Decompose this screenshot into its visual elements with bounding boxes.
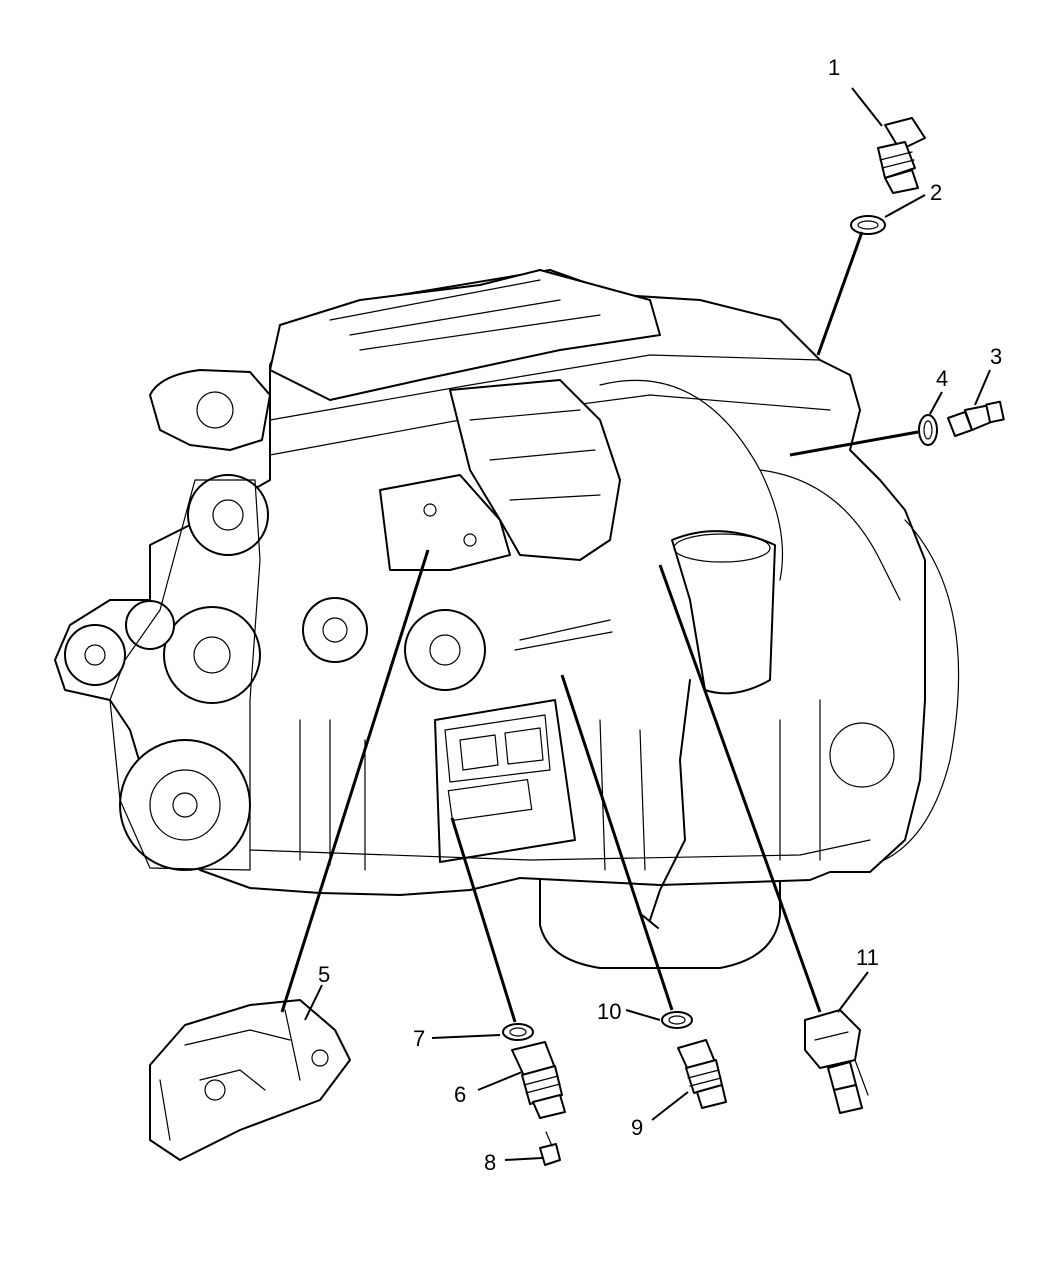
callout-10: 10 [597,999,621,1024]
block-base-line [249,839,871,861]
alternator-pulley-hub [322,617,348,643]
water-pump-pulley [163,606,261,704]
valve-cover-ridge [329,279,601,351]
front-bracket [379,474,511,571]
fuel-filter-cap [673,533,771,563]
part-8-plug [539,1131,561,1166]
callout-5: 5 [318,962,330,987]
part-4-o-ring [918,414,938,446]
part-11-sensor [804,1009,869,1114]
serpentine-belt [109,479,261,871]
part-10-o-ring-inner [668,1015,686,1025]
idler-pulley-hub [84,644,106,666]
leader-11 [837,971,869,1013]
fuel-line-c [514,619,613,651]
idler-pulley [64,624,126,686]
ecm-connector [444,714,551,783]
part-2-o-ring [850,215,886,235]
bracket-bolt-a [423,503,437,517]
vacuum-pump [404,609,486,691]
alternator-pulley [302,597,368,663]
leader-10-to-engine [560,674,674,1011]
fan-pulley [187,474,269,556]
callout-11: 11 [856,945,879,970]
crank-pulley-hub [149,769,221,841]
callout-1: 1 [828,55,840,80]
fan-pulley-hub [212,499,244,531]
leader-1 [851,87,883,127]
engine-assembly [54,269,960,969]
dipstick-handle [641,914,659,929]
turbo-housing [149,369,271,451]
flywheel-housing [879,519,960,863]
oil-pan [539,874,781,969]
intake-manifold-detail [469,409,601,501]
part-6-sensor [511,1041,566,1119]
part-4-o-ring-inner [923,420,933,440]
part-7-o-ring [502,1023,534,1041]
leader-5-to-engine [280,549,430,1013]
part-1-sensor [877,117,926,194]
callout-labels: 1 2 3 4 5 6 7 8 9 10 11 [318,55,1002,1175]
fuel-line-a [599,379,784,581]
leader-2-to-engine [816,231,864,356]
fuel-line-b [759,469,901,601]
fuel-filter-housing [671,530,776,695]
leader-7-to-engine [450,817,517,1023]
callout-8: 8 [484,1150,496,1175]
part-7-o-ring-inner [509,1027,527,1037]
crank-pulley-center [172,792,198,818]
callout-2: 2 [930,180,942,205]
rear-housing-port [829,722,895,788]
turbo-inlet [196,391,234,429]
ecm-module [434,699,576,863]
bracket-bolt-b [463,533,477,547]
leader-10 [625,1009,661,1021]
leader-7 [431,1034,501,1039]
vacuum-pump-hub [429,634,461,666]
leader-3 [974,369,991,406]
intake-manifold [449,379,621,561]
ecm-label-plate [447,778,533,822]
part-5-bracket [149,999,351,1161]
leader-4-to-engine [789,430,919,457]
leader-9 [651,1091,689,1121]
leader-2 [884,194,926,218]
part-2-o-ring-inner [857,220,879,230]
callout-6: 6 [454,1082,466,1107]
callout-7: 7 [413,1026,425,1051]
leader-4 [929,391,943,415]
dipstick-tube [649,679,691,921]
callout-4: 4 [936,366,948,391]
leader-6 [477,1071,523,1091]
leader-5 [304,984,323,1021]
callout-9: 9 [631,1115,643,1140]
part-10-o-ring [661,1011,693,1029]
crank-pulley-outer [119,739,251,871]
engine-block-outline [54,269,926,896]
part-3-sensor [947,400,1005,437]
part-9-sensor [677,1039,727,1109]
water-pump-pulley-hub [193,636,231,674]
leader-11-to-engine [658,564,822,1013]
callout-3: 3 [990,344,1002,369]
leader-8 [504,1157,543,1161]
leader-lines [280,87,991,1161]
